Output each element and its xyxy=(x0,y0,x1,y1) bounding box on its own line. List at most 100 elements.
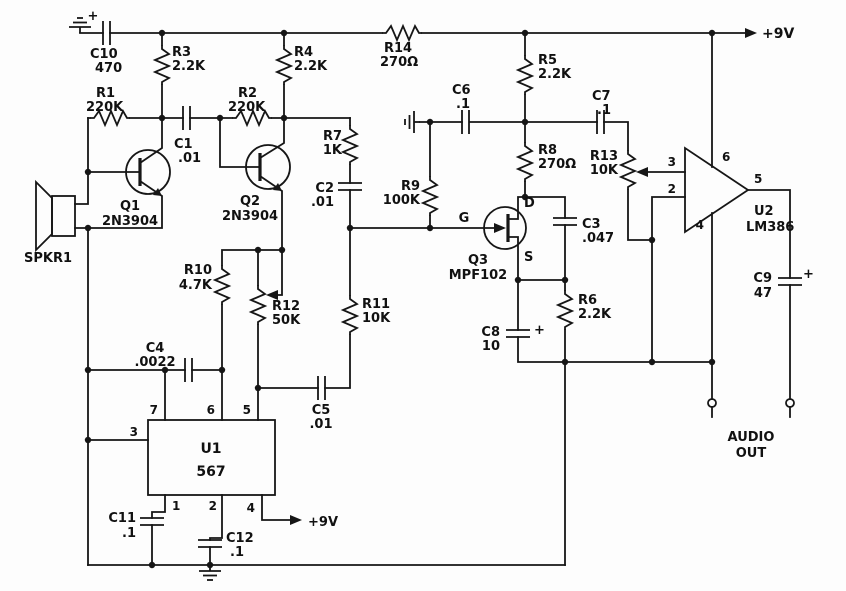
c12-ref: C12 xyxy=(226,531,254,546)
r6-value: 2.2K xyxy=(578,307,612,322)
r6-ref: R6 xyxy=(578,293,597,308)
r4-value: 2.2K xyxy=(294,59,328,74)
u2-pin2-label: 2 xyxy=(668,182,676,196)
r4-ref: R4 xyxy=(294,45,313,60)
r3-value: 2.2K xyxy=(172,59,206,74)
r8-ref: R8 xyxy=(538,143,557,158)
r11-value: 10K xyxy=(362,311,391,326)
wire-r10-r12-network xyxy=(221,249,283,421)
c6-ref: C6 xyxy=(452,83,471,98)
q3-gate-label: G xyxy=(459,211,470,226)
wire-q3-drain-source xyxy=(507,196,713,566)
u1-part: 567 xyxy=(196,464,225,480)
capacitor-symbol-c4 xyxy=(184,357,193,383)
transistor-q3 xyxy=(483,206,527,250)
r9-value: 100K xyxy=(383,193,421,208)
c9-ref: C9 xyxy=(753,271,772,286)
u1-power-label: +9V xyxy=(308,515,338,530)
u1-pin5-label: 5 xyxy=(243,403,251,417)
c4-ref: C4 xyxy=(146,341,165,356)
transistor-q2 xyxy=(245,144,291,191)
u2-pin4-label: 4 xyxy=(696,218,704,232)
r7-ref: R7 xyxy=(323,129,342,144)
transistor-q1 xyxy=(125,149,171,196)
capacitor-symbol-c11 xyxy=(139,517,165,526)
speaker-cone xyxy=(35,179,53,253)
resistor-symbol-r14 xyxy=(381,25,423,41)
u2-pin5-label: 5 xyxy=(754,172,762,186)
speaker-label: SPKR1 xyxy=(24,251,72,266)
c10-value: 470 xyxy=(95,61,122,76)
resistor-symbol-r4 xyxy=(276,44,292,86)
top-power-label: +9V xyxy=(762,26,794,42)
capacitor-symbol-c10 xyxy=(102,20,111,46)
r10-value: 4.7K xyxy=(179,278,213,293)
u2-ref: U2 xyxy=(754,204,774,219)
capacitor-symbol-c3 xyxy=(552,217,578,226)
r14-ref: R14 xyxy=(384,41,412,56)
r12-ref: R12 xyxy=(272,299,300,314)
c1-ref: C1 xyxy=(174,137,193,152)
q1-body xyxy=(125,149,171,195)
c5-value: .01 xyxy=(309,417,332,432)
power-arrow-u1 xyxy=(290,515,302,525)
r8-value: 270Ω xyxy=(538,157,576,172)
wire-u2-leads xyxy=(647,32,791,418)
r5-ref: R5 xyxy=(538,53,557,68)
r1-value: 220K xyxy=(86,100,124,115)
c10-polarity: + xyxy=(88,9,99,24)
r2-ref: R2 xyxy=(238,86,257,101)
r13-ref: R13 xyxy=(590,149,618,164)
r13-value: 10K xyxy=(590,163,619,178)
r9-ref: R9 xyxy=(401,179,420,194)
q3-drain-label: D xyxy=(524,196,535,211)
capacitor-symbol-c2 xyxy=(337,182,363,191)
u1-ic-body xyxy=(147,419,276,496)
q3-gate-arrow xyxy=(494,223,506,233)
u1-pin7-label: 7 xyxy=(150,403,158,417)
capacitor-symbol-c12 xyxy=(197,539,223,548)
wire-r7-c2-gate-r11-c5 xyxy=(257,117,504,389)
u1-pin1-label: 1 xyxy=(172,499,180,513)
c7-ref: C7 xyxy=(592,89,611,104)
r10-ref: R10 xyxy=(184,263,212,278)
u2-pin3-label: 3 xyxy=(668,155,676,169)
resistor-symbol-r10 xyxy=(214,264,230,306)
ground-symbol-c6 xyxy=(404,110,421,134)
capacitor-symbol-c9 xyxy=(777,277,803,286)
q1-part: 2N3904 xyxy=(102,214,158,229)
capacitor-symbol-c8 xyxy=(505,329,531,338)
c11-value: .1 xyxy=(122,526,136,541)
capacitor-symbol-c1 xyxy=(182,105,191,131)
c3-value: .047 xyxy=(582,231,614,246)
r12-value: 50K xyxy=(272,313,301,328)
resistor-symbol-r3 xyxy=(154,44,170,86)
capacitor-symbol-c5 xyxy=(317,375,326,401)
audio-out-terminal-right xyxy=(785,398,795,408)
c6-value: .1 xyxy=(456,97,470,112)
resistor-symbol-r6 xyxy=(557,289,573,331)
r13-wiper-arrow xyxy=(636,167,648,177)
u1-pin3-label: 3 xyxy=(130,425,138,439)
wire-c6-c7-node xyxy=(419,121,653,241)
r1-ref: R1 xyxy=(96,86,115,101)
c12-value: .1 xyxy=(230,545,244,560)
q1-emitter-arrow xyxy=(153,188,162,196)
wire-left-ground-bus xyxy=(74,117,89,566)
resistor-symbol-r11 xyxy=(342,294,358,336)
c2-value: .01 xyxy=(311,195,334,210)
c10-ref: C10 xyxy=(90,47,118,62)
u1-pin4-label: 4 xyxy=(247,501,255,515)
c8-value: 10 xyxy=(482,339,500,354)
wire-u1-pin-leads xyxy=(87,439,291,566)
u2-opamp-triangle xyxy=(684,146,750,234)
c8-ref: C8 xyxy=(481,325,500,340)
q2-emitter-arrow xyxy=(273,183,282,191)
u1-ref: U1 xyxy=(200,441,221,457)
r14-value: 270Ω xyxy=(380,55,418,70)
q3-part: MPF102 xyxy=(449,268,507,283)
r11-ref: R11 xyxy=(362,297,390,312)
resistor-symbol-r5 xyxy=(517,54,533,96)
